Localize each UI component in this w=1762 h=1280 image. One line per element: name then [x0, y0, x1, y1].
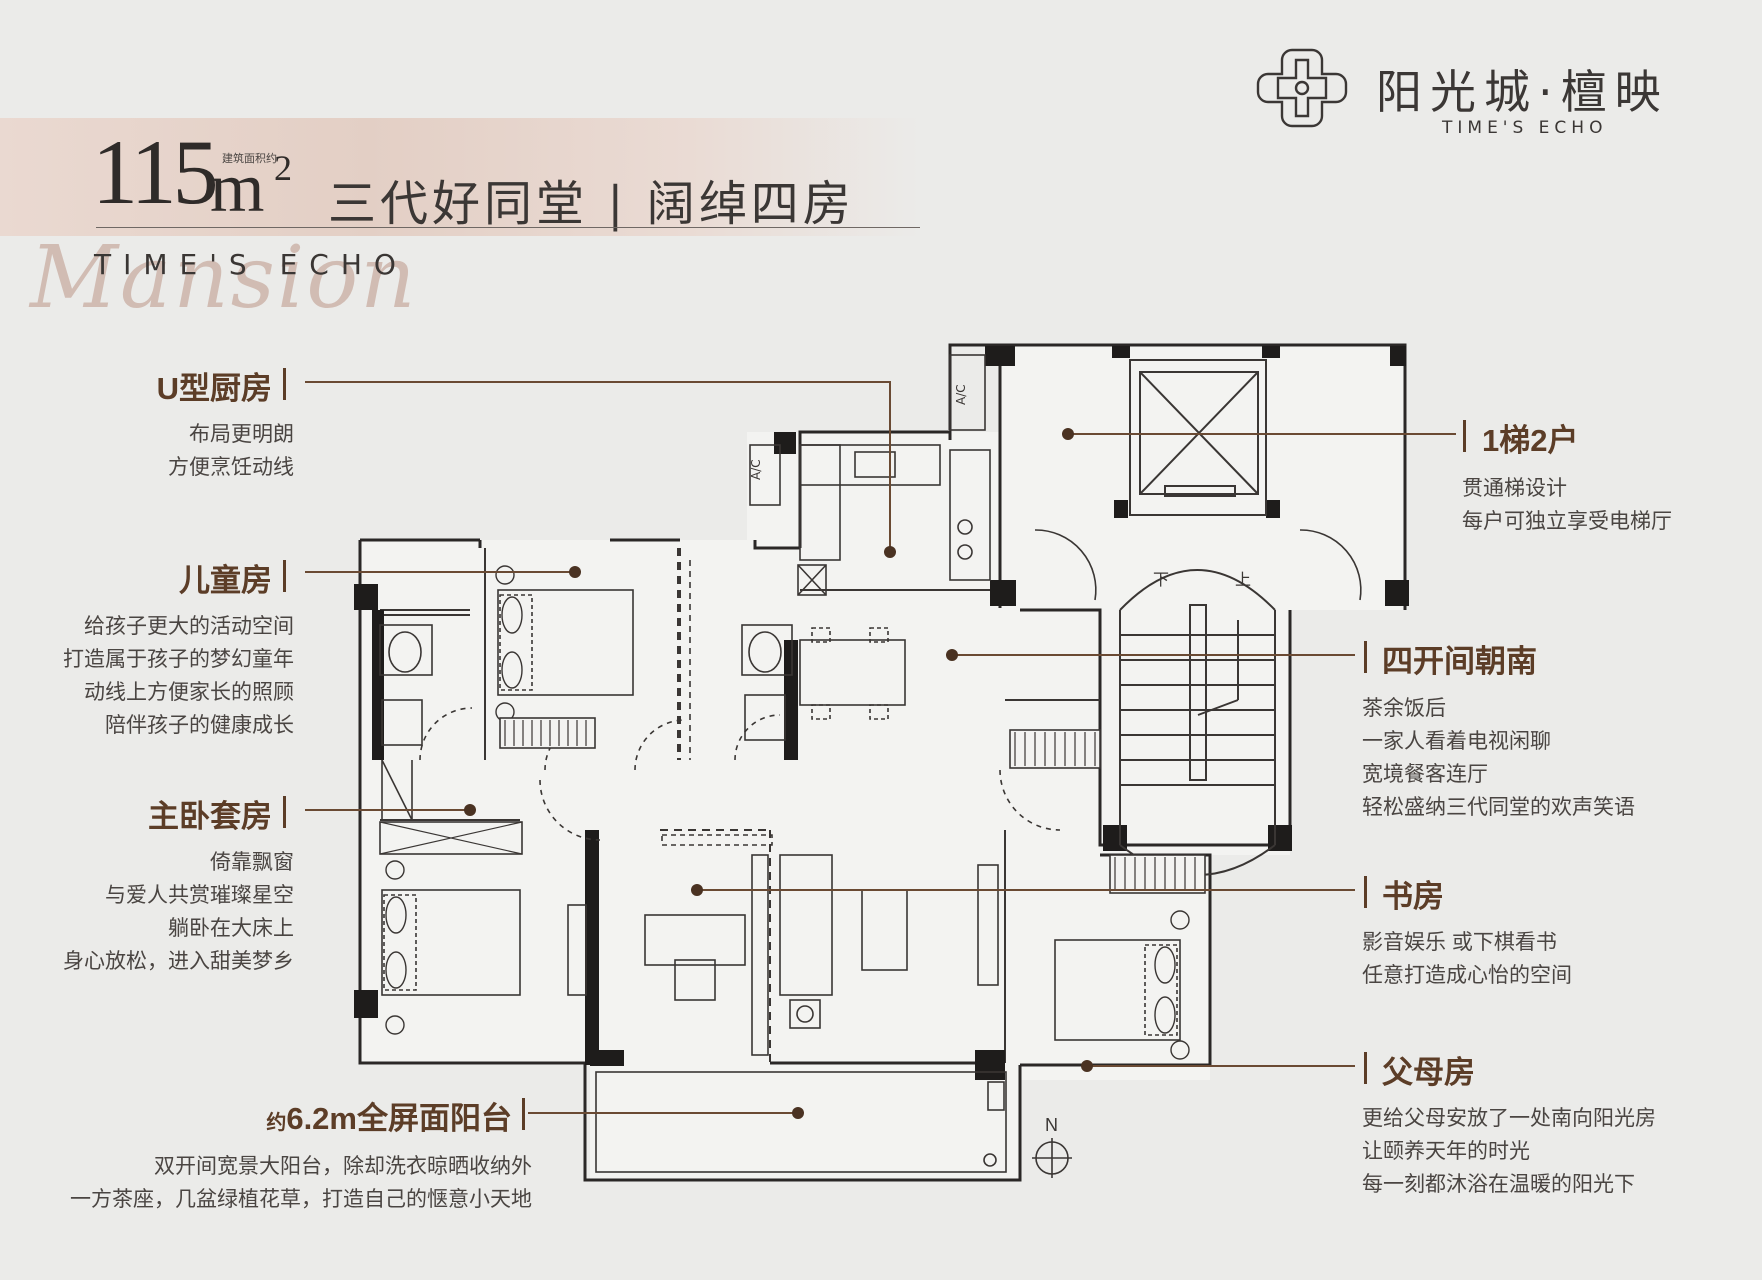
parents-room-desc: 更给父母安放了一处南向阳光房 让颐养天年的时光 每一刻都沐浴在温暖的阳光下: [1362, 1102, 1656, 1201]
door-swings: [419, 707, 1061, 841]
balcony-desc: 双开间宽景大阳台，除却洗衣晾晒收纳外 一方茶座，几盆绿植花草，打造自己的惬意小天…: [70, 1150, 532, 1216]
wall-blocks: [354, 346, 1409, 1080]
compass-icon: [1032, 1138, 1072, 1178]
area-unit: m: [210, 150, 265, 227]
desc-line: 方便烹饪动线: [168, 456, 294, 479]
desc-line: 陪伴孩子的健康成长: [105, 714, 294, 737]
kitchen-counters: [749, 354, 991, 596]
elevator-title: 1梯2户: [1482, 423, 1579, 458]
area-number: 115: [92, 121, 219, 223]
bath-fixtures: [379, 560, 793, 821]
balcony-fixtures: [595, 1071, 1007, 1173]
south-facing-title: 四开间朝南: [1382, 644, 1537, 679]
desc-line: 一方茶座，几盆绿植花草，打造自己的惬意小天地: [70, 1188, 532, 1211]
compass-north-label: N: [1045, 1115, 1058, 1135]
desc-line: 布局更明朗: [189, 423, 294, 446]
desc-line: 给孩子更大的活动空间: [84, 615, 294, 638]
desc-line: 茶余饭后: [1362, 697, 1446, 720]
desc-line: 轻松盛纳三代同堂的欢声笑语: [1362, 796, 1635, 819]
desc-line: 与爱人共赏璀璨星空: [105, 884, 294, 907]
dining-table: [799, 627, 906, 720]
desc-line: 贯通梯设计: [1462, 477, 1567, 500]
south-facing-desc: 茶余饭后 一家人看着电视闲聊 宽境餐客连厅 轻松盛纳三代同堂的欢声笑语: [1362, 692, 1635, 824]
brand-name: 阳光城·檀映: [1376, 65, 1669, 119]
flower-cross-logo: [1256, 48, 1348, 128]
desc-line: 每一刻都沐浴在温暖的阳光下: [1362, 1173, 1635, 1196]
desc-line: 躺卧在大床上: [168, 917, 294, 940]
desc-line: 影音娱乐 或下棋看书: [1362, 931, 1557, 954]
children-room-desc: 给孩子更大的活动空间 打造属于孩子的梦幻童年 动线上方便家长的照顾 陪伴孩子的健…: [63, 610, 294, 742]
children-room-title: 儿童房: [179, 563, 272, 598]
desc-line: 双开间宽景大阳台，除却洗衣晾晒收纳外: [154, 1155, 532, 1178]
desc-line: 任意打造成心怡的空间: [1362, 964, 1572, 987]
sub-brand: TIME'S ECHO: [94, 248, 408, 281]
wardrobe-hangers: [379, 720, 1196, 891]
ac-labels: A/C A/C: [749, 384, 968, 480]
kitchen-title: U型厨房: [156, 371, 272, 406]
area-superscript: 2: [274, 148, 292, 188]
title-bars: [283, 368, 1466, 1130]
master-suite-title: 主卧套房: [148, 799, 272, 834]
ac-label: A/C: [954, 384, 968, 405]
desc-line: 让颐养天年的时光: [1362, 1140, 1530, 1163]
stairwell: [1119, 569, 1276, 876]
header-band: [0, 118, 920, 236]
study-desk: [567, 834, 773, 1056]
desc-line: 每户可独立享受电梯厅: [1462, 510, 1672, 533]
elevator-desc: 贯通梯设计 每户可独立享受电梯厅: [1462, 472, 1672, 538]
ac-label: A/C: [749, 459, 763, 480]
page-title: 三代好同堂 | 阔绰四房: [328, 176, 855, 232]
brand-english: TIME'S ECHO: [1442, 118, 1608, 138]
leader-lines: [305, 381, 1456, 1114]
balcony-title: 约6.2m全屏面阳台: [266, 1093, 512, 1138]
balcony-title-main: 6.2m全屏面阳台: [286, 1101, 512, 1136]
desc-line: 身心放松，进入甜美梦乡: [63, 950, 294, 973]
study-desc: 影音娱乐 或下棋看书 任意打造成心怡的空间: [1362, 926, 1572, 992]
parents-room-title: 父母房: [1382, 1055, 1475, 1090]
stair-down-label: 下: [1153, 570, 1169, 589]
pillows: [385, 596, 1176, 1034]
kitchen-desc: 布局更明朗 方便烹饪动线: [168, 418, 294, 484]
door-swings-solid: [1034, 529, 1362, 601]
beds: [381, 589, 1181, 1041]
desc-line: 一家人看着电视闲聊: [1362, 730, 1551, 753]
plan-fill: [360, 345, 1405, 1180]
script-watermark: Mansion: [30, 228, 418, 328]
balcony-title-prefix: 约: [266, 1112, 287, 1134]
leader-dots: [464, 428, 1093, 1119]
study-title: 书房: [1382, 879, 1444, 914]
desc-line: 动线上方便家长的照顾: [84, 681, 294, 704]
desc-line: 宽境餐客连厅: [1362, 763, 1488, 786]
desc-line: 打造属于孩子的梦幻童年: [63, 648, 294, 671]
area-note: 建筑面积约: [222, 153, 277, 165]
header-divider: [96, 227, 920, 228]
desc-line: 倚靠飘窗: [210, 851, 294, 874]
master-suite-desc: 倚靠飘窗 与爱人共赏璀璨星空 躺卧在大床上 身心放松，进入甜美梦乡: [63, 846, 294, 978]
desc-line: 更给父母安放了一处南向阳光房: [1362, 1107, 1656, 1130]
stair-up-label: 上: [1235, 570, 1251, 589]
